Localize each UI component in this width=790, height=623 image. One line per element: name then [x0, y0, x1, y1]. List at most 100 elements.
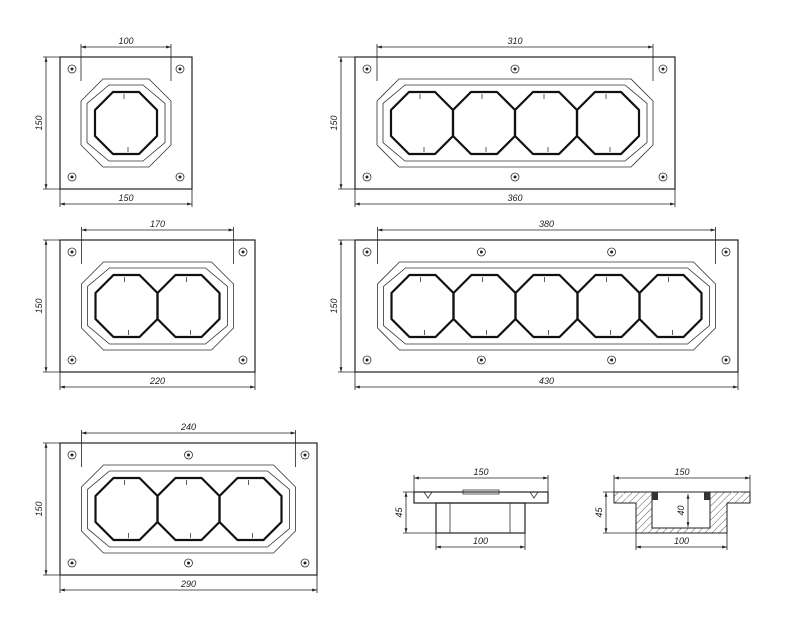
screw-hole: [607, 247, 617, 257]
cross-section: 150 45 40 100: [594, 467, 751, 550]
outer-width-dimension-label: 220: [149, 376, 165, 386]
socket-cutout: [156, 476, 221, 542]
screw-hole: [362, 64, 372, 74]
height-dimension: 45: [394, 491, 436, 534]
height-dimension: 45: [594, 491, 636, 534]
outer-width-dimension-label: 290: [180, 579, 196, 589]
screw-hole: [175, 172, 185, 182]
screw-hole: [607, 355, 617, 365]
frame-inner-edge: [382, 84, 648, 162]
screw-hole: [658, 64, 668, 74]
screw-hole: [362, 247, 372, 257]
screw-hole: [658, 172, 668, 182]
outer-plate: [59, 239, 256, 373]
bottom-width-dimension-label: 100: [473, 536, 488, 546]
sections-layer: 150 45 100 150 45 40 100: [394, 467, 751, 550]
socket-cutout: [94, 476, 159, 542]
outer-width-dimension: 220: [59, 372, 256, 390]
screw-hole: [67, 558, 77, 568]
screw-hole: [67, 247, 77, 257]
socket-cutout: [156, 273, 221, 339]
inner-width-dimension: 380: [377, 219, 716, 264]
socket-cutout: [93, 90, 159, 156]
panels-layer: 100 150 150 170 220 150 240 290 150 310 360 150 380 4…: [34, 36, 739, 593]
screw-hole: [300, 450, 310, 460]
height-dimension: 150: [34, 442, 60, 576]
height-dimension-label: 150: [34, 298, 44, 313]
height-dimension: 150: [34, 239, 60, 373]
height-dimension: 150: [329, 56, 355, 190]
socket-cutout: [575, 90, 641, 156]
top-width-dimension-label: 150: [674, 467, 689, 477]
screw-hole: [510, 64, 520, 74]
inner-width-dimension: 310: [376, 36, 654, 81]
screw-hole: [67, 64, 77, 74]
screw-hole: [362, 355, 372, 365]
socket-cutout: [576, 273, 641, 339]
outer-width-dimension-label: 150: [118, 193, 133, 203]
screw-hole: [67, 450, 77, 460]
screw-hole: [67, 355, 77, 365]
panel-4-gang: 310 360 150: [329, 36, 676, 207]
frame-inner-edge: [383, 267, 710, 345]
screw-hole: [67, 172, 77, 182]
outer-plate: [59, 56, 193, 190]
socket-cutout: [638, 273, 703, 339]
panel-5-gang: 380 430 150: [329, 219, 739, 390]
screw-hole: [721, 355, 731, 365]
screw-hole: [300, 558, 310, 568]
socket-cutout: [390, 273, 455, 339]
mounting-frame: [81, 261, 234, 351]
outer-plate: [354, 239, 739, 373]
panel-2-gang: 170 220 150: [34, 219, 256, 390]
socket-cutout: [514, 273, 579, 339]
mounting-frame: [80, 78, 172, 168]
outer-width-dimension-label: 430: [539, 376, 554, 386]
height-dimension-label: 45: [594, 507, 604, 518]
height-dimension-label: 45: [394, 507, 404, 518]
screw-hole: [238, 247, 248, 257]
socket-cutout: [94, 273, 159, 339]
panel-1-gang: 100 150 150: [34, 36, 193, 207]
frame-inner-edge: [87, 267, 228, 345]
outer-width-dimension: 150: [59, 189, 193, 207]
bottom-width-dimension: 100: [435, 533, 526, 550]
screw-hole: [184, 450, 193, 460]
inner-width-dimension-label: 240: [180, 422, 196, 432]
screw-hole: [238, 355, 248, 365]
top-width-dimension: 150: [613, 467, 751, 492]
outer-plate: [59, 442, 318, 576]
outer-plate: [354, 56, 676, 190]
mounting-frame: [376, 78, 654, 168]
height-dimension-label: 150: [34, 501, 44, 516]
socket-cutout: [389, 90, 455, 156]
mounting-frame: [377, 261, 716, 351]
inner-width-dimension: 170: [81, 219, 234, 264]
screw-hole: [175, 64, 185, 74]
inner-width-dimension: 240: [81, 422, 296, 467]
bottom-width-dimension: 100: [635, 533, 728, 550]
outer-width-dimension: 430: [354, 372, 739, 390]
depth-dimension: 40: [676, 494, 690, 527]
height-dimension-label: 150: [329, 298, 339, 313]
side-view: 150 45 100: [394, 467, 549, 550]
screw-hole: [476, 355, 486, 365]
outer-width-dimension-label: 360: [507, 193, 522, 203]
inner-width-dimension-label: 170: [150, 219, 165, 229]
height-dimension-label: 150: [34, 115, 44, 130]
socket-cutout: [452, 273, 517, 339]
panel-3-gang: 240 290 150: [34, 422, 318, 593]
inner-width-dimension: 100: [80, 36, 172, 81]
bottom-width-dimension-label: 100: [674, 536, 689, 546]
screw-hole: [362, 172, 372, 182]
inner-width-dimension-label: 310: [507, 36, 522, 46]
height-dimension: 150: [34, 56, 60, 190]
frame-inner-edge: [86, 84, 166, 162]
outer-width-dimension: 360: [354, 189, 676, 207]
height-dimension: 150: [329, 239, 355, 373]
socket-cutout: [218, 476, 283, 542]
depth-dimension-label: 40: [676, 505, 686, 515]
inner-width-dimension-label: 380: [539, 219, 554, 229]
top-width-dimension: 150: [413, 467, 549, 492]
